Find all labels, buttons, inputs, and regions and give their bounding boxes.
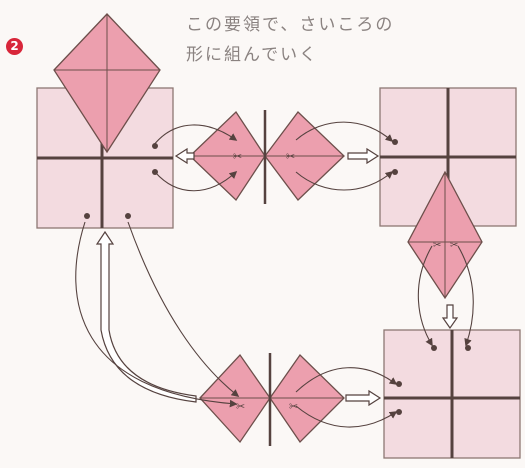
fold-mark-icon: ✂ [236, 400, 245, 413]
fold-mark-icon: ✂ [289, 400, 298, 413]
fold-mark-icon: ✂ [450, 240, 458, 251]
top-left-dot-a [84, 213, 90, 219]
fold-mark-icon: ✂ [433, 240, 441, 251]
arrow-up-into-left-square [95, 230, 197, 403]
bottom-middle-unit: ✂ ✂ [199, 353, 345, 446]
arrow-into-left-square [174, 147, 195, 165]
top-left-dot-b [125, 213, 131, 219]
top-left-unit [36, 13, 174, 229]
arrow-into-top-right-square [347, 147, 380, 165]
instruction-line-1: この要領で、さいころの [186, 15, 395, 35]
top-middle-unit: ✂ ✂ [189, 110, 345, 204]
curved-guide-arrows [75, 121, 474, 428]
bottom-right-unit [383, 329, 521, 459]
fold-mark-icon: ✂ [286, 150, 295, 163]
right-middle-unit: ✂ ✂ [407, 170, 483, 300]
arrow-into-bottom-right-left [345, 389, 382, 407]
step-number-badge: 2 [6, 38, 23, 55]
instruction-line-2: 形に組んでいく [186, 45, 319, 65]
instruction-text: この要領で、さいころの 形に組んでいく [186, 10, 394, 70]
arrow-into-bottom-right-square [441, 304, 459, 330]
fold-mark-icon: ✂ [233, 150, 242, 163]
